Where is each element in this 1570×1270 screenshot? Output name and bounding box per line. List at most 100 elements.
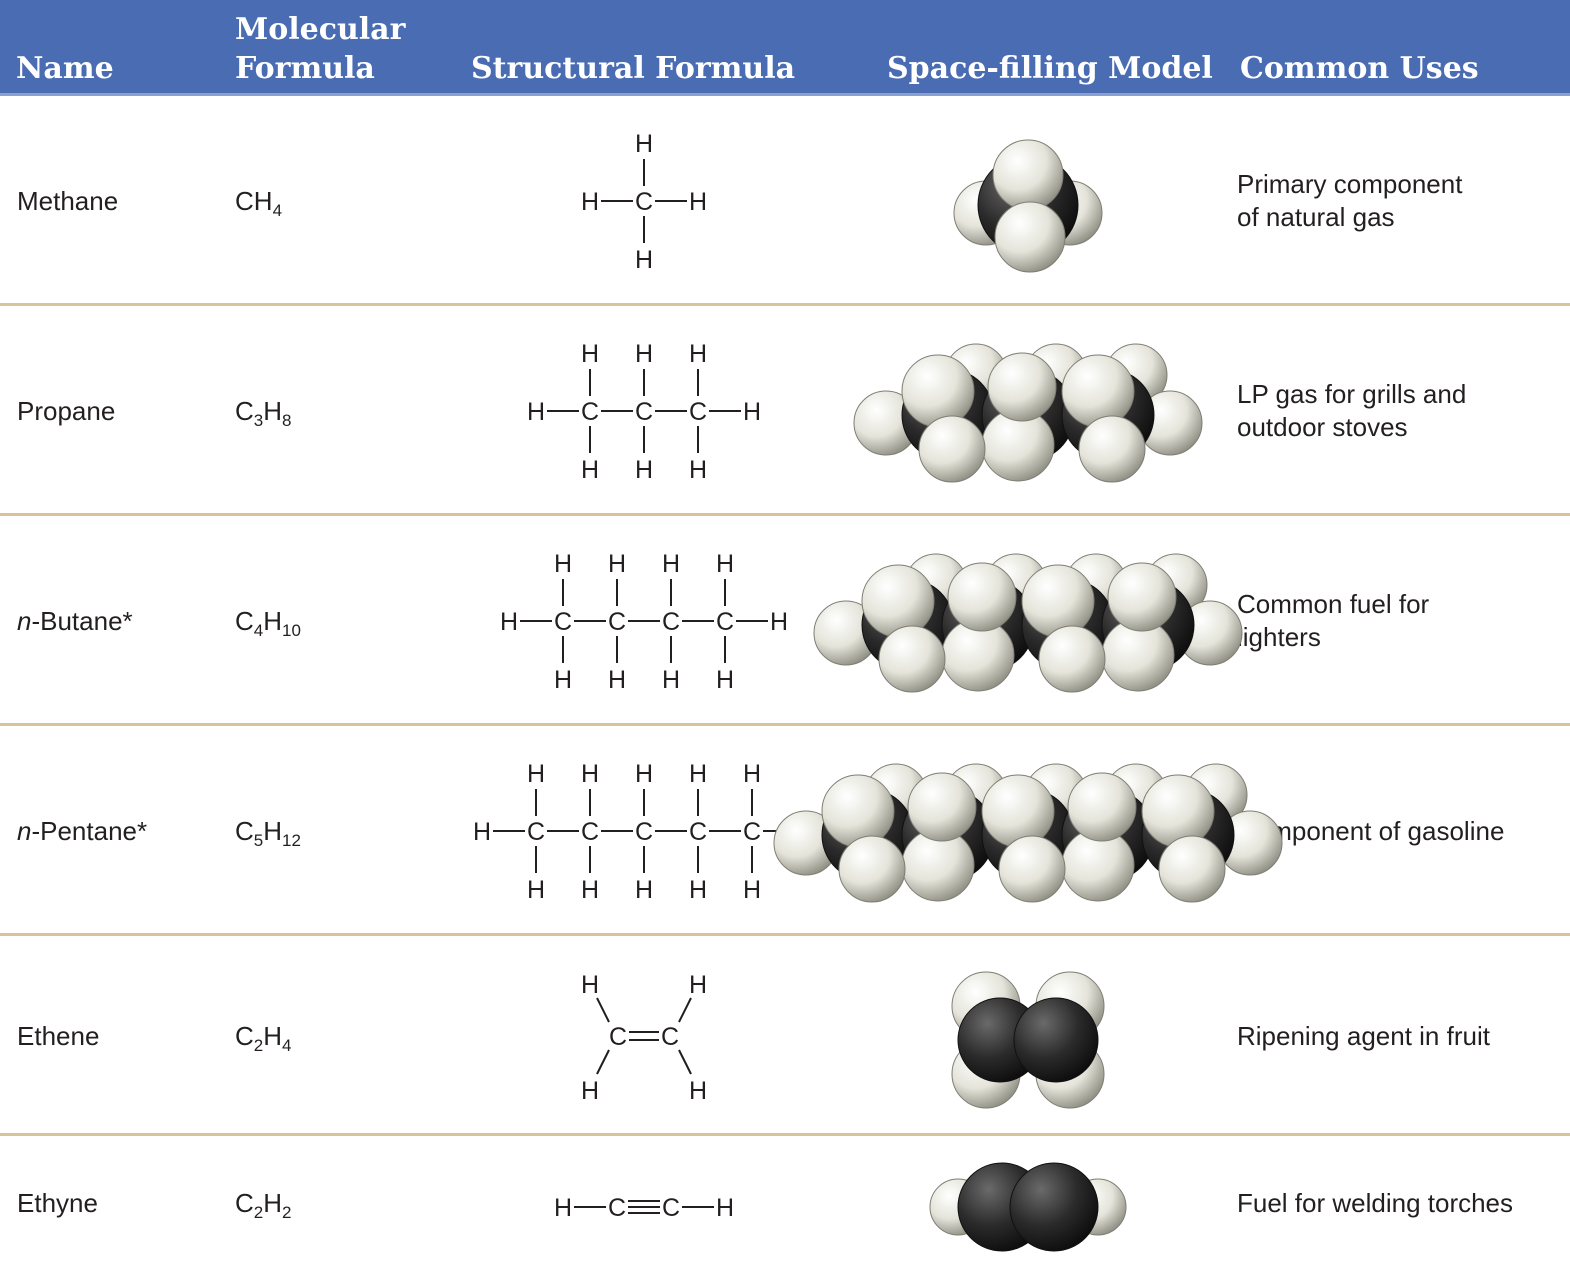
formula-element: H <box>263 605 283 636</box>
name-text: Propane <box>17 395 116 426</box>
molecular-formula: C4H10 <box>235 516 445 726</box>
header-structural: Structural Formula <box>471 51 796 86</box>
carbon-atom-label: C <box>635 818 653 846</box>
table-header: Name Molecular Formula Structural Formul… <box>0 0 1570 96</box>
hydrogen-sphere <box>853 390 919 456</box>
row-separator <box>0 513 1570 516</box>
hydrogen-sphere <box>1101 618 1175 692</box>
molecular-formula: C2H4 <box>235 936 445 1136</box>
bond-line <box>678 1049 692 1075</box>
hydrogen-atom-label: H <box>554 666 572 694</box>
hydrogen-sphere <box>1038 625 1106 693</box>
uses-line: Component of gasoline <box>1237 815 1505 846</box>
hydrogen-sphere <box>994 201 1066 273</box>
hydrogen-sphere <box>1035 971 1105 1041</box>
hydrogen-atom-label: H <box>500 608 518 636</box>
name-text: Ethene <box>17 1020 100 1051</box>
hydrogen-sphere <box>1024 343 1088 407</box>
carbon-sphere <box>957 1162 1047 1252</box>
hydrogen-sphere <box>984 553 1048 617</box>
hydrogen-sphere <box>987 352 1057 422</box>
formula-subscript: 10 <box>282 620 301 640</box>
hydrogen-atom-label: H <box>635 246 653 274</box>
hydrogen-atom-label: H <box>689 340 707 368</box>
carbon-sphere <box>1141 788 1235 882</box>
hydrogen-atom-label: H <box>662 550 680 578</box>
formula-subscript: 12 <box>282 830 301 850</box>
name-text: Ethyne <box>17 1187 98 1218</box>
hydrogen-sphere <box>1104 763 1168 827</box>
hydrogen-sphere <box>951 971 1021 1041</box>
uses-line: Ripening agent in fruit <box>1237 1020 1490 1051</box>
hydrogen-sphere <box>1107 562 1177 632</box>
hydrogen-sphere <box>1137 390 1203 456</box>
hydrogen-sphere <box>1021 564 1095 638</box>
hydrogen-sphere <box>1067 772 1137 842</box>
carbon-atom-label: C <box>689 818 707 846</box>
uses-line: lighters <box>1237 622 1321 652</box>
formula-element: H <box>263 1187 283 1218</box>
formula-subscript: 4 <box>253 620 264 640</box>
hydrogen-sphere <box>981 408 1055 482</box>
compound-name: Ethyne <box>17 1136 217 1270</box>
hydrogen-atom-label: H <box>689 188 707 216</box>
formula-element: C <box>235 395 254 426</box>
carbon-sphere <box>1061 368 1155 462</box>
hydrogen-atom-label: H <box>581 876 599 904</box>
carbon-atom-label: C <box>554 608 572 636</box>
hydrogen-sphere <box>813 600 879 666</box>
formula-subscript: 3 <box>253 410 264 430</box>
hydrogen-sphere <box>918 415 986 483</box>
hydrogen-atom-label: H <box>608 666 626 694</box>
carbon-sphere <box>1021 578 1115 672</box>
hydrogen-atom-label: H <box>743 398 761 426</box>
hydrogen-atom-label: H <box>554 1194 572 1222</box>
compound-name: Ethene <box>17 936 217 1136</box>
formula-element: CH <box>235 185 273 216</box>
formula-element: H <box>263 395 283 426</box>
carbon-sphere <box>1013 997 1099 1083</box>
hydrogen-atom-label: H <box>689 760 707 788</box>
hydrogen-sphere <box>944 763 1008 827</box>
hydrogen-sphere <box>773 810 839 876</box>
carbon-atom-label: C <box>581 818 599 846</box>
uses-line: Primary component <box>1237 169 1463 199</box>
hydrogen-sphere <box>904 553 968 617</box>
row-separator <box>0 1133 1570 1136</box>
hydrogen-atom-label: H <box>662 666 680 694</box>
bond-line <box>678 997 692 1023</box>
carbon-sphere <box>941 578 1035 672</box>
name-text: Methane <box>17 185 119 216</box>
hydrogen-sphere <box>944 343 1008 407</box>
name-text: -Pentane* <box>31 815 148 846</box>
name-prefix: n <box>17 815 32 846</box>
hydrogen-sphere <box>951 1039 1021 1109</box>
carbon-atom-label: C <box>743 818 761 846</box>
carbon-atom-label: C <box>662 608 680 636</box>
hydrogen-atom-label: H <box>635 456 653 484</box>
hydrogen-atom-label: H <box>527 760 545 788</box>
carbon-sphere <box>821 788 915 882</box>
bond-line <box>596 997 610 1023</box>
hydrogen-atom-label: H <box>770 608 788 636</box>
carbon-atom-label: C <box>635 188 653 216</box>
carbon-atom-label: C <box>608 1194 626 1222</box>
hydrogen-atom-label: H <box>716 666 734 694</box>
header-uses: Common Uses <box>1240 51 1479 86</box>
hydrogen-sphere <box>1037 180 1103 246</box>
hydrogen-sphere <box>878 625 946 693</box>
row-separator <box>0 303 1570 306</box>
header-name: Name <box>16 51 114 86</box>
hydrogen-sphere <box>953 180 1019 246</box>
formula-element: H <box>263 1020 283 1051</box>
molecular-formula: C3H8 <box>235 306 445 516</box>
hydrogen-sphere <box>998 835 1066 903</box>
hydrogen-atom-label: H <box>581 456 599 484</box>
hydrogen-sphere <box>1024 763 1088 827</box>
formula-subscript: 4 <box>272 200 283 220</box>
carbon-sphere <box>981 788 1075 882</box>
hydrogen-atom-label: H <box>635 340 653 368</box>
